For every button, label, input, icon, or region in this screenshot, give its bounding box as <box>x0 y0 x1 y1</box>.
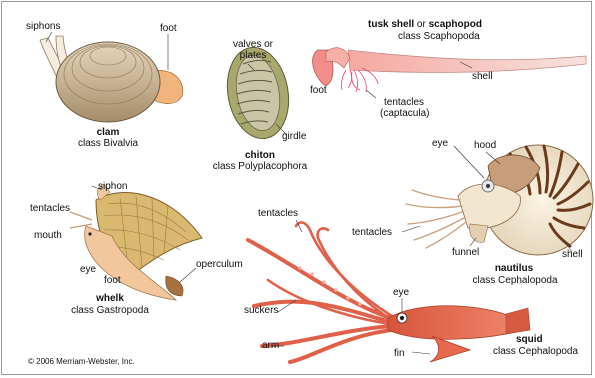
clam-shell <box>56 42 160 122</box>
tusk-class: class Scaphopoda <box>398 31 480 42</box>
nautilus-tentacles <box>406 190 466 248</box>
clam-illustration <box>40 32 183 122</box>
tusk-captacula <box>342 68 379 92</box>
clam-class: class Bivalvia <box>68 138 148 149</box>
whelk-foot-label: foot <box>104 275 121 286</box>
tusk-foot-label: foot <box>310 85 327 96</box>
squid-eye-label: eye <box>393 287 409 298</box>
whelk-operculum-label: operculum <box>196 259 243 270</box>
nautilus-tentacles-label: tentacles <box>352 227 392 238</box>
chiton-plates-label: plates <box>228 50 278 61</box>
whelk-illustration <box>70 184 202 300</box>
nautilus-name: nautilus <box>484 263 544 274</box>
whelk-tentacles-label: tentacles <box>30 203 70 214</box>
tusk-name-or: or <box>417 19 426 30</box>
nautilus-class: class Cephalopoda <box>470 275 560 286</box>
squid-tail-fin <box>506 308 530 334</box>
nautilus-hood-label: hood <box>474 140 496 151</box>
whelk-siphon-label: siphon <box>98 181 127 192</box>
whelk-tentacles <box>70 212 92 228</box>
tusk-shell-illustration <box>313 48 586 98</box>
squid-pupil <box>400 316 404 320</box>
tusk-tentacles-leader <box>366 90 376 98</box>
squid-fin-label: fin <box>394 348 405 359</box>
squid-fin-leader <box>412 352 430 354</box>
chiton-class: class Polyplacophora <box>196 161 324 172</box>
tusk-name-prefix: tusk shell <box>368 19 414 30</box>
squid-fin <box>430 336 470 362</box>
whelk-class: class Gastropoda <box>64 305 156 316</box>
nautilus-tentacles-leader <box>402 226 420 232</box>
nautilus-shell-label: shell <box>562 249 583 260</box>
clam-foot-label: foot <box>160 23 177 34</box>
squid-class: class Cephalopoda <box>493 346 578 357</box>
whelk-eye <box>88 232 91 235</box>
tusk-captacula-label: (captacula) <box>380 108 429 119</box>
tusk-shell-body <box>348 50 586 72</box>
tusk-shell-label: shell <box>472 71 493 82</box>
clam-siphons-label: siphons <box>26 21 60 32</box>
nautilus-illustration <box>402 145 593 255</box>
clam-name: clam <box>86 127 130 138</box>
whelk-name: whelk <box>80 293 140 304</box>
squid-suckers-label: suckers <box>244 305 278 316</box>
squid-arm-label: arm <box>262 340 279 351</box>
nautilus-eye-label: eye <box>432 138 448 149</box>
nautilus-funnel-label: funnel <box>452 247 479 258</box>
chiton-valves-label: valves or <box>228 39 278 50</box>
tusk-name: tusk shell or scaphopod <box>368 19 482 30</box>
nautilus-pupil <box>486 184 490 188</box>
whelk-eye-label: eye <box>80 264 96 275</box>
squid-illustration <box>248 220 530 362</box>
whelk-operculum-leader <box>180 268 196 282</box>
chiton-name: chiton <box>220 150 300 161</box>
squid-tentacles-label: tentacles <box>258 208 298 219</box>
nautilus-funnel <box>470 224 488 242</box>
tusk-tentacles-label: tentacles <box>384 97 424 108</box>
chiton-girdle-label: girdle <box>282 131 306 142</box>
squid-name: squid <box>516 334 543 345</box>
whelk-mouth-label: mouth <box>34 230 62 241</box>
copyright-notice: © 2006 Merriam-Webster, Inc. <box>28 356 135 367</box>
tusk-name-suffix: scaphopod <box>429 19 482 30</box>
